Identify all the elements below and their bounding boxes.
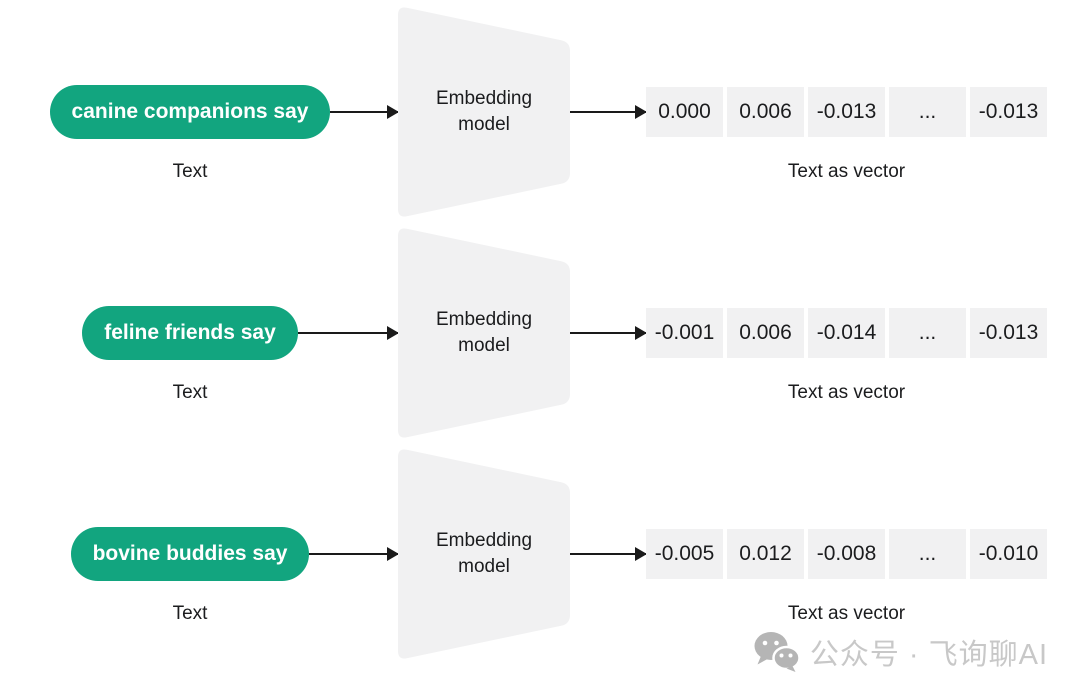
embedding-model-label: Embedding model <box>435 308 533 356</box>
arrow-connector <box>570 104 647 119</box>
vector-cell: 0.006 <box>727 86 804 137</box>
vector-cell: -0.013 <box>970 307 1047 358</box>
arrowhead-right-icon <box>635 104 647 119</box>
vector-cell: -0.005 <box>646 528 723 579</box>
watermark-text: 公众号 · 飞询聊AI <box>809 639 1048 671</box>
arrowhead-right-icon <box>387 546 399 561</box>
wechat-icon <box>754 632 800 672</box>
arrowhead-right-icon <box>635 325 647 340</box>
arrow-connector <box>570 546 647 561</box>
trapezoid-shape <box>398 449 570 658</box>
input-caption: Text <box>172 602 208 624</box>
arrowhead-right-icon <box>387 325 399 340</box>
embedding-model-shape: Embedding model <box>398 227 570 439</box>
arrow-line <box>309 552 381 555</box>
trapezoid-shape <box>398 228 570 437</box>
arrow-connector <box>380 546 399 561</box>
vector-cell: ... <box>889 307 966 358</box>
watermark: 公众号 · 飞询聊AI <box>754 631 1048 673</box>
input-text-pill: feline friends say <box>82 305 298 360</box>
input-text-pill: bovine buddies say <box>70 526 310 581</box>
embedding-model-label: Embedding model <box>435 87 533 135</box>
arrowhead-right-icon <box>387 104 399 119</box>
input-caption: Text <box>172 381 208 403</box>
vector-column: -0.001 0.006 -0.014 ... -0.013 Text as v… <box>646 307 1047 403</box>
vector-cell: -0.013 <box>808 86 885 137</box>
vector-column: 0.000 0.006 -0.013 ... -0.013 Text as ve… <box>646 86 1047 182</box>
vector-cell: -0.013 <box>970 86 1047 137</box>
vector-column: -0.005 0.012 -0.008 ... -0.010 Text as v… <box>646 528 1047 624</box>
input-column: canine companions say Text <box>0 5 381 218</box>
vector-cell: -0.001 <box>646 307 723 358</box>
arrow-line <box>297 331 381 334</box>
vector-caption: Text as vector <box>787 160 906 182</box>
diagram-row: canine companions say Text Embedding mod… <box>0 5 1080 218</box>
arrow-connector <box>570 325 647 340</box>
arrow-line <box>330 110 381 113</box>
diagram-row: bovine buddies say Text Embedding model … <box>0 447 1080 660</box>
trapezoid-shape <box>398 7 570 216</box>
vector-cell: ... <box>889 528 966 579</box>
vector-cell: 0.000 <box>646 86 723 137</box>
embedding-model-shape: Embedding model <box>398 448 570 660</box>
vector-cell: ... <box>889 86 966 137</box>
vector-cell: 0.012 <box>727 528 804 579</box>
diagram-rows: canine companions say Text Embedding mod… <box>0 5 1080 660</box>
arrowhead-right-icon <box>635 546 647 561</box>
diagram-row: feline friends say Text Embedding model … <box>0 226 1080 439</box>
vector-cell: -0.008 <box>808 528 885 579</box>
input-caption: Text <box>172 160 208 182</box>
vector-cell: -0.014 <box>808 307 885 358</box>
vector-caption: Text as vector <box>787 381 906 403</box>
embedding-model-shape: Embedding model <box>398 6 570 218</box>
arrow-connector <box>380 104 399 119</box>
vector-caption: Text as vector <box>787 602 906 624</box>
embedding-model-label: Embedding model <box>435 529 533 577</box>
input-text-pill: canine companions say <box>49 84 331 139</box>
arrow-connector <box>380 325 399 340</box>
vector-cell: 0.006 <box>727 307 804 358</box>
vector-cell: -0.010 <box>970 528 1047 579</box>
input-column: bovine buddies say Text <box>0 447 381 660</box>
input-column: feline friends say Text <box>0 226 381 439</box>
